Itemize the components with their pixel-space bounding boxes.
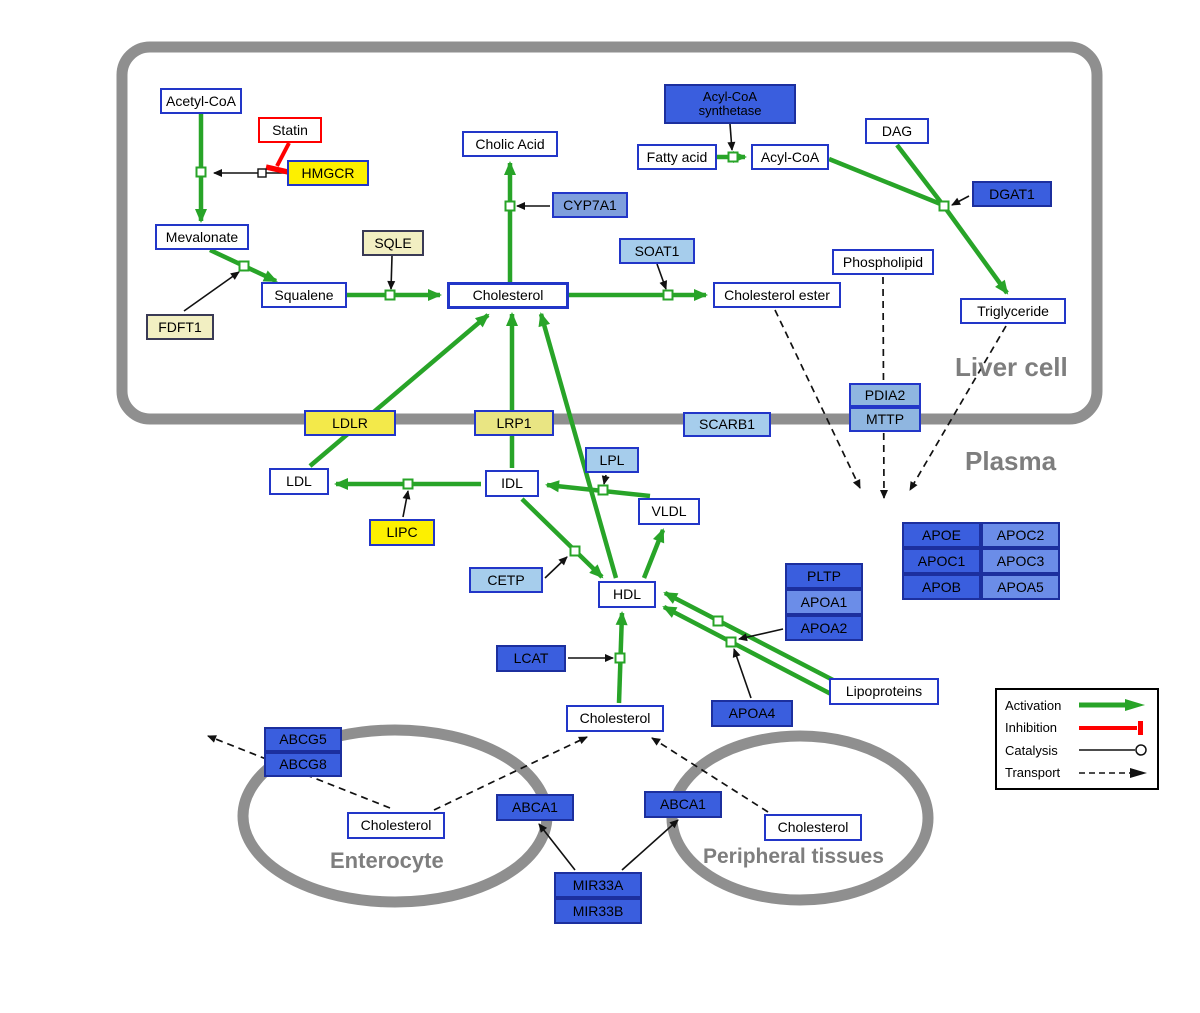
node-hmgcr[interactable]: HMGCR xyxy=(287,160,369,186)
transport-dashed-arrow-icon xyxy=(1079,767,1147,778)
node-apoc3[interactable]: APOC3 xyxy=(981,548,1060,574)
node-cetp[interactable]: CETP xyxy=(469,567,543,593)
plasma-label: Plasma xyxy=(965,446,1057,476)
node-dgat1[interactable]: DGAT1 xyxy=(972,181,1052,207)
node-statin[interactable]: Statin xyxy=(258,117,322,143)
node-apoa4[interactable]: APOA4 xyxy=(711,700,793,727)
catalysis-edges xyxy=(183,123,970,871)
node-apoe[interactable]: APOE xyxy=(902,522,981,548)
liver-cell-label: Liver cell xyxy=(955,352,1068,382)
node-cyp7a1[interactable]: CYP7A1 xyxy=(552,192,628,218)
liver-cell-membrane xyxy=(116,41,1103,425)
legend-row-activation: Activation xyxy=(1005,694,1149,716)
node-dag[interactable]: DAG xyxy=(865,118,929,144)
node-cholesterol-peripheral[interactable]: Cholesterol xyxy=(764,814,862,841)
legend-transport-label: Transport xyxy=(1005,765,1061,781)
peripheral-tissues-membrane xyxy=(666,730,934,906)
inhibition-tee-icon xyxy=(1079,720,1143,735)
node-abca1-peripheral[interactable]: ABCA1 xyxy=(644,791,722,818)
node-fatty-acid[interactable]: Fatty acid xyxy=(637,144,717,170)
node-cholesterol-ester[interactable]: Cholesterol ester xyxy=(713,282,841,308)
node-acetyl-coa[interactable]: Acetyl-CoA xyxy=(160,88,242,114)
node-mttp[interactable]: MTTP xyxy=(849,407,921,432)
node-lcat[interactable]: LCAT xyxy=(496,645,566,672)
node-vldl[interactable]: VLDL xyxy=(638,498,700,525)
legend: Activation Inhibition Catalysis Transpor… xyxy=(995,688,1159,790)
legend-catalysis-label: Catalysis xyxy=(1005,742,1058,758)
node-ldlr[interactable]: LDLR xyxy=(304,410,396,436)
legend-row-transport: Transport xyxy=(1005,762,1149,784)
catalysis-circle-icon xyxy=(1079,744,1147,756)
node-acyl-coa[interactable]: Acyl-CoA xyxy=(751,144,829,170)
node-mir33a[interactable]: MIR33A xyxy=(554,872,642,898)
node-cholesterol-liver[interactable]: Cholesterol xyxy=(447,282,569,309)
node-apoc2[interactable]: APOC2 xyxy=(981,522,1060,548)
node-abca1-enterocyte[interactable]: ABCA1 xyxy=(496,794,574,821)
node-triglyceride[interactable]: Triglyceride xyxy=(960,298,1066,324)
node-cholesterol-plasma[interactable]: Cholesterol xyxy=(566,705,664,732)
node-apoa2[interactable]: APOA2 xyxy=(785,615,863,641)
node-acyl-coa-synthetase-line2: synthetase xyxy=(698,103,762,118)
node-cholic-acid[interactable]: Cholic Acid xyxy=(462,131,558,157)
node-lpl[interactable]: LPL xyxy=(585,447,639,473)
node-squalene[interactable]: Squalene xyxy=(261,282,347,308)
node-mevalonate[interactable]: Mevalonate xyxy=(155,224,249,250)
node-apoa1[interactable]: APOA1 xyxy=(785,589,863,615)
inhibition-edge xyxy=(265,142,291,175)
node-abcg8[interactable]: ABCG8 xyxy=(264,752,342,777)
node-pltp[interactable]: PLTP xyxy=(785,563,863,589)
node-acyl-coa-synthetase[interactable]: Acyl-CoA synthetase xyxy=(664,84,796,124)
node-soat1[interactable]: SOAT1 xyxy=(619,238,695,264)
node-apob[interactable]: APOB xyxy=(902,574,981,600)
catalysis-node-square xyxy=(257,168,267,178)
node-acyl-coa-synthetase-line1: Acyl-CoA xyxy=(702,89,758,105)
node-fdft1[interactable]: FDFT1 xyxy=(146,314,214,340)
node-lipc[interactable]: LIPC xyxy=(369,519,435,546)
node-apoa5[interactable]: APOA5 xyxy=(981,574,1060,600)
legend-inhibition-label: Inhibition xyxy=(1005,720,1058,736)
legend-row-inhibition: Inhibition xyxy=(1005,717,1149,739)
node-mir33b[interactable]: MIR33B xyxy=(554,898,642,924)
legend-row-catalysis: Catalysis xyxy=(1005,739,1149,761)
node-pdia2[interactable]: PDIA2 xyxy=(849,383,921,407)
node-scarb1[interactable]: SCARB1 xyxy=(683,412,771,437)
enterocyte-label: Enterocyte xyxy=(330,848,444,873)
node-sqle[interactable]: SQLE xyxy=(362,230,424,256)
reaction-squares xyxy=(195,151,950,664)
node-lrp1[interactable]: LRP1 xyxy=(474,410,554,436)
node-phospholipid[interactable]: Phospholipid xyxy=(832,249,934,275)
node-lipoproteins[interactable]: Lipoproteins xyxy=(829,678,939,705)
activation-arrow-icon xyxy=(1079,699,1145,712)
peripheral-tissues-label: Peripheral tissues xyxy=(703,845,884,868)
node-apoc1[interactable]: APOC1 xyxy=(902,548,981,574)
node-idl[interactable]: IDL xyxy=(485,470,539,497)
node-hdl[interactable]: HDL xyxy=(598,581,656,608)
legend-activation-label: Activation xyxy=(1005,697,1062,713)
node-abcg5[interactable]: ABCG5 xyxy=(264,727,342,752)
node-cholesterol-enterocyte[interactable]: Cholesterol xyxy=(347,812,445,839)
node-ldl[interactable]: LDL xyxy=(269,468,329,495)
